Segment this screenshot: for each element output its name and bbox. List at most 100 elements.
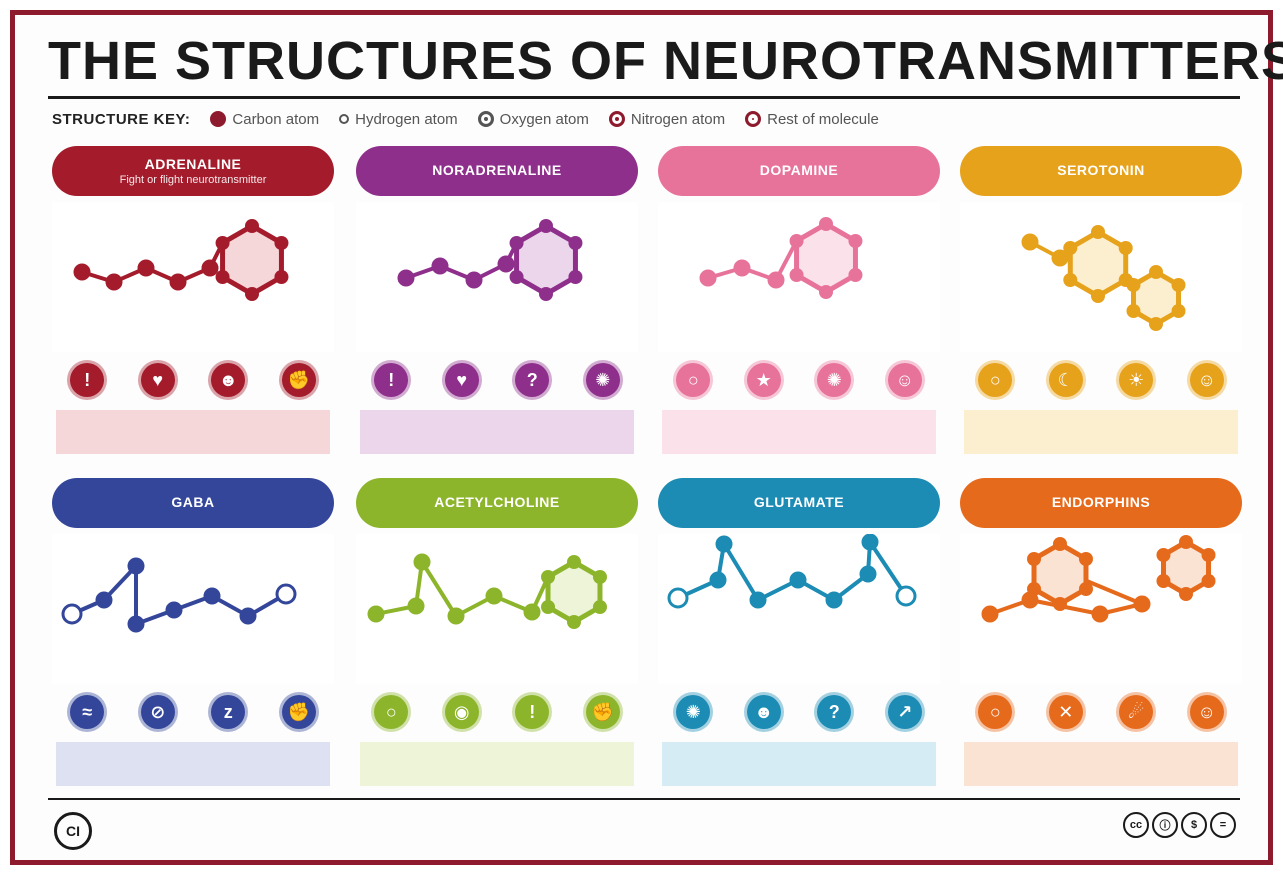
carbon-atom — [848, 268, 863, 282]
carbon-atom — [567, 555, 581, 569]
carbon-atom — [1133, 595, 1151, 613]
eye-icon: ◉ — [441, 692, 482, 732]
carbon-atom — [1091, 225, 1105, 239]
carbon-atom — [1078, 552, 1093, 566]
carbon-atom — [981, 605, 999, 623]
carbon-atom — [201, 259, 219, 277]
carbon-atom — [1091, 605, 1109, 623]
question-icon: ? — [814, 692, 855, 732]
carbon-atom — [541, 570, 556, 584]
neurotransmitter-description — [964, 410, 1238, 454]
carbon-atom — [819, 217, 833, 231]
moon-icon: ☾ — [1045, 360, 1086, 400]
molecule-background — [52, 534, 334, 684]
nc-icon[interactable]: $ — [1181, 812, 1207, 838]
card-noradrenaline: NORADRENALINE !♥?✺ — [356, 146, 638, 466]
carbon-atom — [1063, 273, 1078, 287]
key-item-label: Carbon atom — [232, 110, 320, 128]
key-item-carbon: Carbon atom — [210, 111, 319, 128]
molecule-structure — [356, 534, 638, 684]
key-item-hydrogen: Hydrogen atom — [339, 111, 458, 128]
exclaim-icon: ! — [512, 692, 553, 732]
card-header: DOPAMINE — [658, 146, 940, 196]
carbon-atom — [1201, 548, 1216, 562]
smile-icon: ☺ — [1186, 692, 1227, 732]
neurotransmitter-description — [360, 410, 634, 454]
ring-icon: ○ — [975, 692, 1016, 732]
carbon-atom — [367, 605, 385, 623]
key-item-rest: Rest of molecule — [745, 111, 879, 128]
key-item-label: Rest of molecule — [767, 110, 879, 128]
neurotransmitter-name: NORADRENALINE — [432, 162, 562, 178]
carbon-atom — [709, 571, 727, 589]
person-icon: ☻ — [743, 692, 784, 732]
carbon-atom — [127, 615, 145, 633]
property-icons: !♥?✺ — [356, 358, 638, 402]
carbon-atom — [592, 600, 607, 614]
arm-icon: ✊ — [582, 692, 623, 732]
chemical-bond — [868, 540, 908, 598]
smile-icon: ☺ — [884, 360, 925, 400]
person-icon: ☻ — [208, 360, 249, 400]
card-header: NORADRENALINE — [356, 146, 638, 196]
carbon-atom — [1078, 582, 1093, 596]
card-header: ENDORPHINS — [960, 478, 1242, 528]
carbon-atom — [169, 273, 187, 291]
carbon-atom — [789, 571, 807, 589]
title-divider — [48, 96, 1240, 99]
chemical-bond — [420, 560, 458, 618]
carbon-atom — [1201, 574, 1216, 588]
key-item-oxygen: Oxygen atom — [477, 111, 589, 128]
ring-icon: ○ — [975, 360, 1016, 400]
carbon-atom — [485, 587, 503, 605]
card-header: SEROTONIN — [960, 146, 1242, 196]
benzene-ring — [220, 223, 284, 297]
rest-of-molecule-icon — [745, 111, 762, 127]
carbon-atom — [767, 271, 785, 289]
carbon-atom — [274, 236, 289, 250]
carbon-atom — [848, 234, 863, 248]
by-icon[interactable]: ⓘ — [1152, 812, 1178, 838]
carbon-atom — [1063, 241, 1078, 255]
oxygen-atom — [895, 585, 917, 607]
carbon-atom — [1171, 304, 1186, 318]
compound-interest-logo[interactable]: CI — [54, 812, 92, 850]
cc-icon[interactable]: cc — [1123, 812, 1149, 838]
carbon-atom — [431, 257, 449, 275]
card-header: GABA — [52, 478, 334, 528]
carbon-atom — [1156, 574, 1171, 588]
carbon-atom — [137, 259, 155, 277]
sleep-icon: z — [208, 692, 249, 732]
wave-icon: ≈ — [67, 692, 108, 732]
neurotransmitter-name: SEROTONIN — [1057, 162, 1145, 178]
benzene-ring — [514, 223, 578, 297]
carbon-atom — [733, 259, 751, 277]
carbon-atom — [165, 601, 183, 619]
carbon-atom — [73, 263, 91, 281]
card-header: ADRENALINE Fight or flight neurotransmitt… — [52, 146, 334, 196]
carbon-atom — [568, 236, 583, 250]
carbon-atom — [215, 236, 230, 250]
carbon-atom — [1053, 537, 1067, 551]
property-icons: !♥☻✊ — [52, 358, 334, 402]
nitrogen-atom-icon — [608, 111, 625, 127]
carbon-atom — [539, 219, 553, 233]
arrow-icon: ↗ — [884, 692, 925, 732]
carbon-atom — [1126, 278, 1141, 292]
molecule-structure — [960, 534, 1242, 684]
carbon-atom — [127, 557, 145, 575]
page-title: THE STRUCTURES OF NEUROTRANSMITTERS — [48, 31, 1283, 91]
nd-icon[interactable]: = — [1210, 812, 1236, 838]
neurotransmitter-description — [662, 742, 936, 786]
hydrogen-atom-icon — [339, 114, 350, 124]
carbon-atom — [1126, 304, 1141, 318]
molecule-structure — [52, 202, 334, 352]
sun-icon: ☀ — [1116, 360, 1157, 400]
second-ring — [1130, 269, 1182, 327]
carbon-atom — [789, 268, 804, 282]
neurotransmitter-role: Fight or flight neurotransmitter — [119, 174, 267, 186]
card-header: GLUTAMATE — [658, 478, 940, 528]
carbon-atom — [1053, 597, 1067, 611]
carbon-atom — [715, 535, 733, 553]
neurotransmitter-name: ADRENALINE — [144, 156, 242, 172]
